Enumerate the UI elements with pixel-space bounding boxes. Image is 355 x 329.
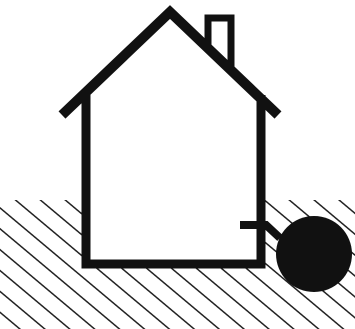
drain-pipe	[240, 221, 283, 241]
chimney	[204, 14, 235, 67]
house-outline	[58, 5, 282, 269]
roof	[58, 5, 282, 119]
walls	[81, 95, 266, 269]
underground-tank	[276, 216, 352, 292]
